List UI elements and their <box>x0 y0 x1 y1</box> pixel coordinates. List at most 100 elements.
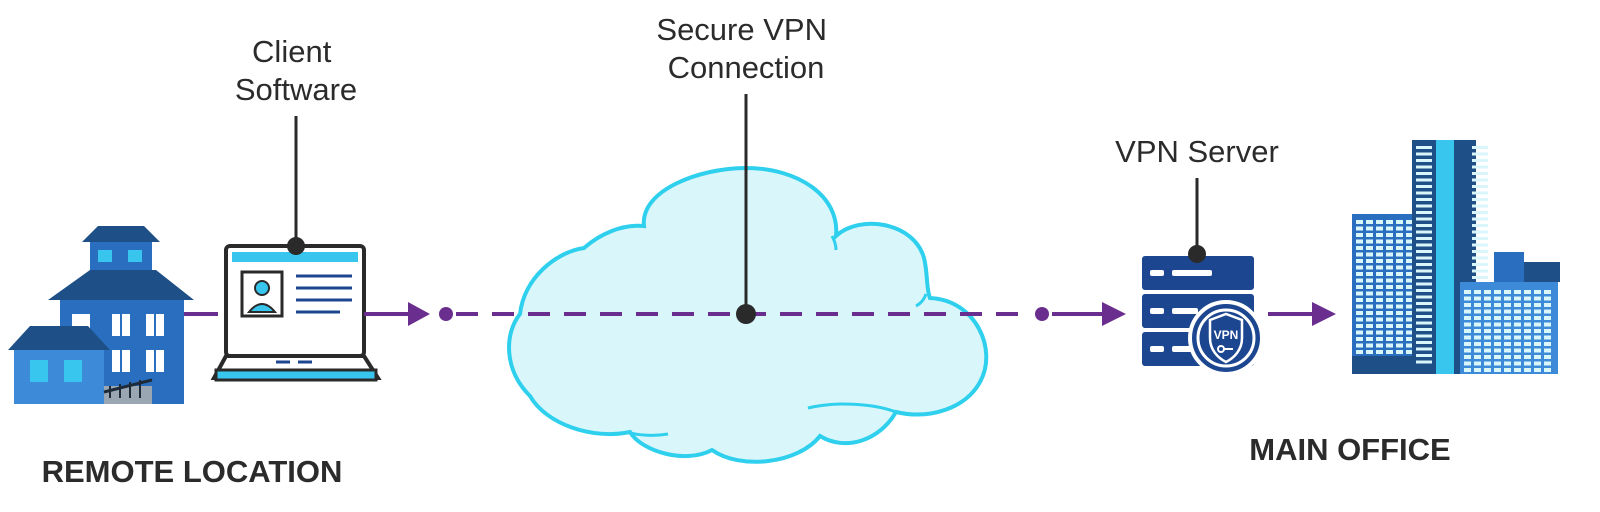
building-window <box>1504 322 1511 327</box>
building-window <box>1524 348 1531 353</box>
building-window <box>1484 290 1491 294</box>
building-window <box>1416 328 1432 331</box>
building-window <box>1416 185 1432 188</box>
building-window <box>1484 361 1491 366</box>
building-window <box>1376 330 1383 335</box>
building-window <box>1396 246 1403 250</box>
building-window <box>1386 298 1393 302</box>
building-window <box>1416 295 1432 299</box>
building-window <box>1376 298 1383 302</box>
building-window <box>1504 329 1511 333</box>
building-window <box>1494 361 1501 366</box>
building-window <box>1366 220 1373 224</box>
building-window <box>1356 265 1363 270</box>
building-window <box>1366 239 1373 244</box>
building-window <box>1524 355 1531 359</box>
building-window <box>1472 204 1488 208</box>
building-window <box>1472 178 1488 182</box>
building-window <box>1406 285 1413 289</box>
building-window <box>1396 252 1403 257</box>
building-window <box>1524 361 1531 366</box>
building-window <box>1474 290 1481 294</box>
building-window <box>1366 330 1373 335</box>
building-window <box>1544 342 1551 346</box>
building-window <box>1386 220 1393 224</box>
building-window <box>1396 337 1403 341</box>
building-window <box>1514 368 1521 372</box>
building-window <box>1356 259 1363 263</box>
building-window <box>1504 290 1511 294</box>
building-window <box>1514 290 1521 294</box>
building-window <box>1514 335 1521 340</box>
building-window <box>1376 343 1383 348</box>
arrow-right-icon <box>1312 302 1336 326</box>
building-window <box>1472 224 1488 227</box>
house-icon <box>8 226 194 404</box>
building-window <box>1472 159 1488 162</box>
building-window <box>1416 347 1432 351</box>
building-window <box>1464 342 1471 346</box>
client-software-label-line1: Client <box>252 34 332 69</box>
building-window <box>1406 239 1413 244</box>
building-window <box>1464 368 1471 372</box>
building-window <box>1472 165 1488 169</box>
client-software-pin <box>287 237 305 255</box>
building-window <box>1472 263 1488 266</box>
vpn-server-pin <box>1188 245 1206 263</box>
laptop-icon <box>210 244 382 382</box>
building-window <box>1386 265 1393 270</box>
building-window <box>1396 265 1403 270</box>
building-window <box>1416 256 1432 260</box>
building-window <box>1416 269 1432 273</box>
building-window <box>1514 355 1521 359</box>
building-window <box>1376 311 1383 315</box>
building-window <box>1356 350 1363 354</box>
building-window <box>1534 368 1541 372</box>
building-window <box>1514 361 1521 366</box>
building-window <box>1504 303 1511 307</box>
building-window <box>1376 226 1383 231</box>
building-window <box>1366 304 1373 309</box>
building-window <box>1386 246 1393 250</box>
building-window <box>1464 322 1471 327</box>
building-window <box>1474 296 1481 301</box>
building-window <box>1406 291 1413 296</box>
building-window <box>1416 354 1432 357</box>
building-window <box>1356 239 1363 244</box>
building-window <box>1396 278 1403 283</box>
building-window <box>1386 291 1393 296</box>
building-window <box>1406 311 1413 315</box>
building-window <box>1386 311 1393 315</box>
building-window <box>1416 211 1432 214</box>
remote-location-label: REMOTE LOCATION <box>42 454 343 489</box>
building-window <box>1534 348 1541 353</box>
building-window <box>1484 309 1491 314</box>
building-window <box>1366 259 1373 263</box>
secure-vpn-label-line1: Secure VPN <box>656 12 827 47</box>
building-window <box>1494 329 1501 333</box>
building-window <box>1544 335 1551 340</box>
building-window <box>1386 278 1393 283</box>
building-window <box>1356 343 1363 348</box>
building-window <box>1366 252 1373 257</box>
building-window <box>1416 224 1432 227</box>
building-window <box>1544 348 1551 353</box>
building-window <box>1416 341 1432 344</box>
building-window <box>1544 355 1551 359</box>
building-window <box>1396 239 1403 244</box>
building-window <box>1464 309 1471 314</box>
building-window <box>1472 191 1488 195</box>
building-window <box>1366 285 1373 289</box>
building-window <box>1534 342 1541 346</box>
building-window <box>1396 330 1403 335</box>
building-window <box>1366 324 1373 328</box>
building-window <box>1406 233 1413 237</box>
building-window <box>1534 296 1541 301</box>
building-window <box>1416 217 1432 221</box>
building-window <box>1386 233 1393 237</box>
building-window <box>1504 355 1511 359</box>
building-window <box>1376 272 1383 276</box>
building-window <box>1396 350 1403 354</box>
building-window <box>1484 322 1491 327</box>
